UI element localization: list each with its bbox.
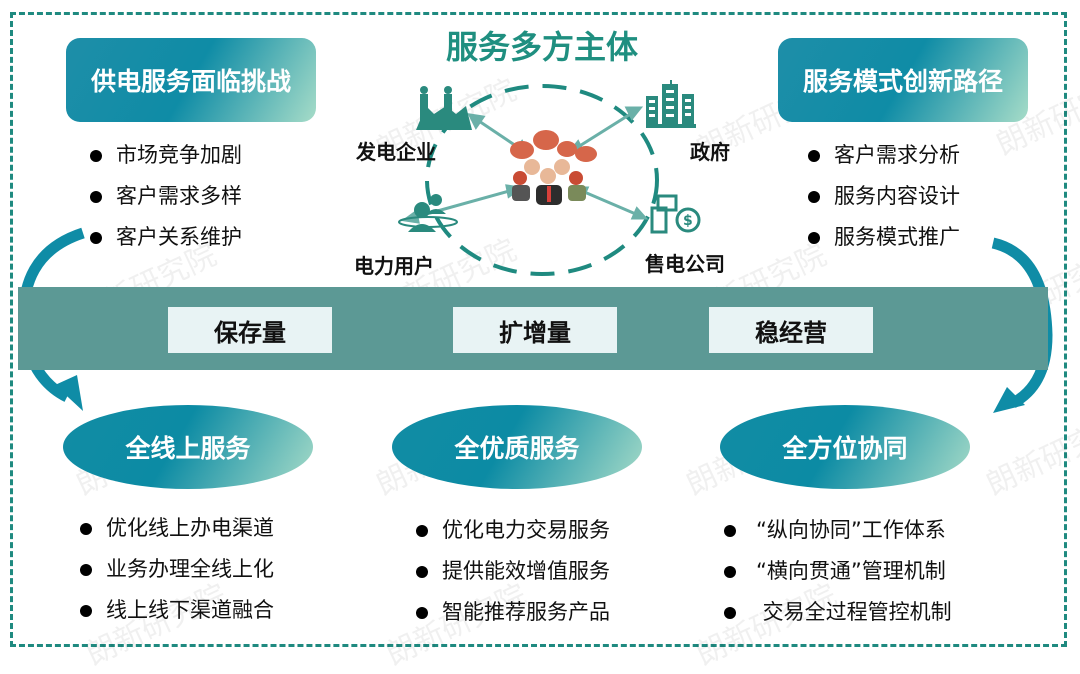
retail-company-icon: $ xyxy=(650,194,701,234)
service-online-list: 优化线上办电渠道 业务办理全线上化 线上线下渠道融合 xyxy=(78,508,274,631)
goal-expand-increment: 扩增量 xyxy=(453,307,617,353)
service-quality: 全优质服务 xyxy=(392,405,642,489)
dashed-frame xyxy=(10,12,1067,647)
actor-power-users: 电力用户 xyxy=(354,254,434,278)
stakeholder-network-graphic xyxy=(401,84,659,276)
innovation-title: 服务模式创新路径 xyxy=(802,67,1003,96)
actor-retail-company: 售电公司 xyxy=(645,252,725,276)
innovation-item: 服务内容设计 xyxy=(806,176,960,217)
challenges-title: 供电服务面临挑战 xyxy=(90,67,291,96)
innovation-item: 服务模式推广 xyxy=(806,217,960,258)
challenge-item: 市场竞争加剧 xyxy=(88,135,242,176)
innovation-header: 服务模式创新路径 xyxy=(778,38,1028,122)
service-coordination: 全方位协同 xyxy=(720,405,970,489)
government-building-icon xyxy=(646,80,696,128)
service-online-title: 全线上服务 xyxy=(125,434,251,463)
power-users-icon xyxy=(398,194,458,232)
service-item: 智能推荐服务产品 xyxy=(414,592,610,633)
actor-government: 政府 xyxy=(690,140,730,164)
service-item: 交易全过程管控机制 xyxy=(722,592,952,633)
service-item: 优化线上办电渠道 xyxy=(78,508,274,549)
service-item: 业务办理全线上化 xyxy=(78,549,274,590)
service-coordination-title: 全方位协同 xyxy=(782,434,908,463)
center-title: 服务多方主体 xyxy=(446,28,639,66)
service-coordination-list: “纵向协同”工作体系 “横向贯通”管理机制 交易全过程管控机制 xyxy=(722,510,952,633)
service-item: 优化电力交易服务 xyxy=(414,510,610,551)
challenges-header: 供电服务面临挑战 xyxy=(66,38,316,122)
actor-power-generation: 发电企业 xyxy=(356,140,436,164)
challenges-list: 市场竞争加剧 客户需求多样 客户关系维护 xyxy=(88,135,242,258)
goal-retain-stock: 保存量 xyxy=(168,307,332,353)
service-item: “横向贯通”管理机制 xyxy=(722,551,952,592)
challenge-item: 客户需求多样 xyxy=(88,176,242,217)
svg-text:$: $ xyxy=(683,213,693,229)
service-quality-title: 全优质服务 xyxy=(454,434,580,463)
goal-stable-operation: 稳经营 xyxy=(709,307,873,353)
service-item: 线上线下渠道融合 xyxy=(78,590,274,631)
factory-icon xyxy=(416,86,472,130)
service-online: 全线上服务 xyxy=(63,405,313,489)
service-quality-list: 优化电力交易服务 提供能效增值服务 智能推荐服务产品 xyxy=(414,510,610,633)
innovation-list: 客户需求分析 服务内容设计 服务模式推广 xyxy=(806,135,960,258)
innovation-item: 客户需求分析 xyxy=(806,135,960,176)
service-item: 提供能效增值服务 xyxy=(414,551,610,592)
challenge-item: 客户关系维护 xyxy=(88,217,242,258)
goals-band: 保存量 扩增量 稳经营 xyxy=(18,287,1048,370)
service-item: “纵向协同”工作体系 xyxy=(722,510,952,551)
